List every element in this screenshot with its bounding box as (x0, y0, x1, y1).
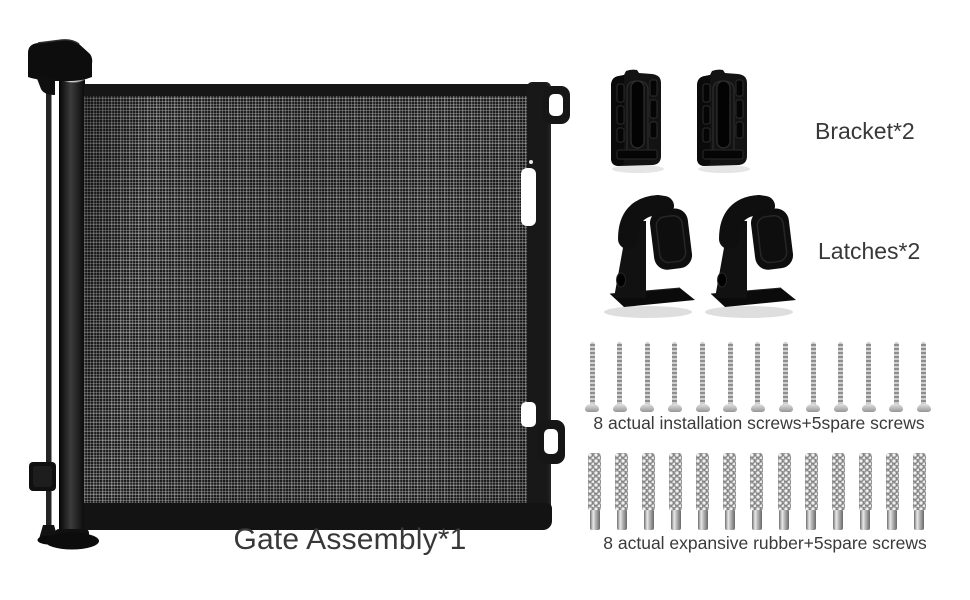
latch-loop-top (543, 86, 570, 124)
anchor-icon (696, 453, 710, 530)
rail-slot-upper (521, 168, 536, 226)
bracket-label: Bracket*2 (815, 118, 915, 144)
anchor-icon (858, 453, 872, 530)
anchor-icon (912, 453, 926, 530)
screw-icon (806, 342, 821, 412)
anchors-row (588, 453, 926, 530)
pole-cap (28, 39, 93, 82)
latch-icon (705, 194, 796, 318)
bracket-icon (611, 69, 664, 173)
latch-icon (604, 194, 695, 318)
screw-icon (585, 342, 599, 412)
latches-label: Latches*2 (818, 238, 921, 264)
roller-pole (59, 73, 85, 541)
screw-icon (861, 342, 876, 412)
anchor-icon (804, 453, 818, 530)
gate-pole-assembly-icon (28, 39, 99, 550)
screw-icon (778, 342, 793, 412)
rail-slot-lower (521, 402, 536, 427)
anchor-icon (642, 453, 656, 530)
screw-icon (640, 342, 655, 412)
latches-row (602, 191, 812, 321)
latch-loop-bottom-hole (544, 429, 558, 454)
anchor-icon (750, 453, 764, 530)
latch-loop-bottom (538, 420, 565, 464)
anchor-icon (777, 453, 791, 530)
screw-icon (612, 342, 627, 412)
anchor-icon (723, 453, 737, 530)
anchor-icon (885, 453, 899, 530)
gate-mesh-panel (84, 96, 540, 504)
anchors-caption: 8 actual expansive rubber+5spare screws (603, 533, 927, 553)
mesh-shading (84, 96, 540, 504)
anchor-icon (669, 453, 683, 530)
wall-rod (46, 80, 52, 535)
screw-icon (667, 342, 682, 412)
bracket-icon (697, 69, 750, 173)
mesh-top-bar (84, 84, 540, 97)
anchor-icon (588, 453, 601, 530)
gate-assembly-label: Gate Assembly*1 (233, 523, 467, 556)
screw-icon (916, 342, 931, 412)
anchor-icon (831, 453, 845, 530)
rail-screw-hole (529, 160, 533, 164)
screws-caption: 8 actual installation screws+5spare scre… (593, 413, 925, 433)
screw-icon (889, 342, 904, 412)
mesh-bottom-bar (84, 503, 552, 530)
screw-icon (833, 342, 848, 412)
latch-loop-top-hole (549, 94, 563, 116)
anchor-icon (615, 453, 629, 530)
screw-icon (723, 342, 738, 412)
screw-icon (750, 342, 765, 412)
screws-row (585, 342, 931, 412)
screw-icon (695, 342, 710, 412)
brackets-row (604, 68, 764, 174)
